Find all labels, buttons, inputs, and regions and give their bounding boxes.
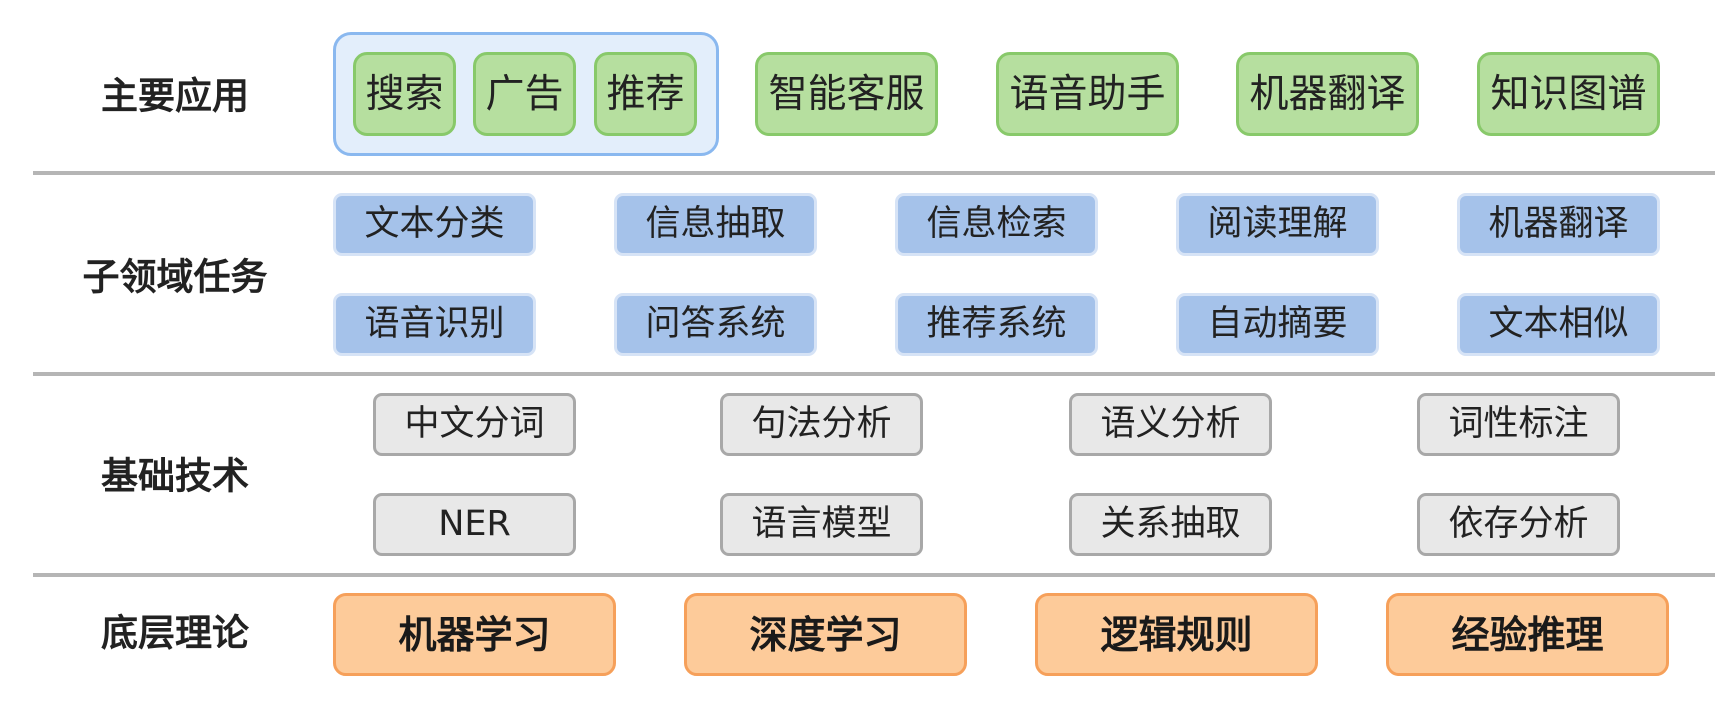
layer-label-applications: 主要应用	[101, 74, 249, 118]
subtask-box: 推荐系统	[895, 293, 1098, 356]
subtask-box: 自动摘要	[1176, 293, 1379, 356]
subtask-box: 语音识别	[333, 293, 536, 356]
application-box: 智能客服	[755, 52, 938, 136]
theory-box: 经验推理	[1386, 593, 1669, 676]
application-box: 知识图谱	[1477, 52, 1660, 136]
technique-box: 语义分析	[1069, 393, 1272, 456]
layer-divider	[33, 171, 1715, 175]
layer-label-theory: 底层理论	[101, 611, 249, 655]
layer-divider	[33, 573, 1715, 577]
application-box: 推荐	[594, 52, 697, 136]
layer-divider	[33, 372, 1715, 376]
subtask-box: 阅读理解	[1176, 193, 1379, 256]
theory-box: 机器学习	[333, 593, 616, 676]
layer-label-techniques: 基础技术	[101, 454, 249, 498]
layer-label-subtasks: 子领域任务	[82, 255, 268, 299]
technique-box: 语言模型	[720, 493, 923, 556]
theory-box: 深度学习	[684, 593, 967, 676]
application-box: 广告	[473, 52, 576, 136]
subtask-box: 文本相似	[1457, 293, 1660, 356]
application-box: 机器翻译	[1236, 52, 1419, 136]
application-box: 语音助手	[996, 52, 1179, 136]
subtask-box: 信息检索	[895, 193, 1098, 256]
technique-box: 依存分析	[1417, 493, 1620, 556]
technique-box: 中文分词	[373, 393, 576, 456]
technique-box: 词性标注	[1417, 393, 1620, 456]
subtask-box: 机器翻译	[1457, 193, 1660, 256]
subtask-box: 信息抽取	[614, 193, 817, 256]
application-box: 搜索	[353, 52, 456, 136]
technique-box: 句法分析	[720, 393, 923, 456]
technique-box: NER	[373, 493, 576, 556]
technique-box: 关系抽取	[1069, 493, 1272, 556]
theory-box: 逻辑规则	[1035, 593, 1318, 676]
subtask-box: 文本分类	[333, 193, 536, 256]
subtask-box: 问答系统	[614, 293, 817, 356]
